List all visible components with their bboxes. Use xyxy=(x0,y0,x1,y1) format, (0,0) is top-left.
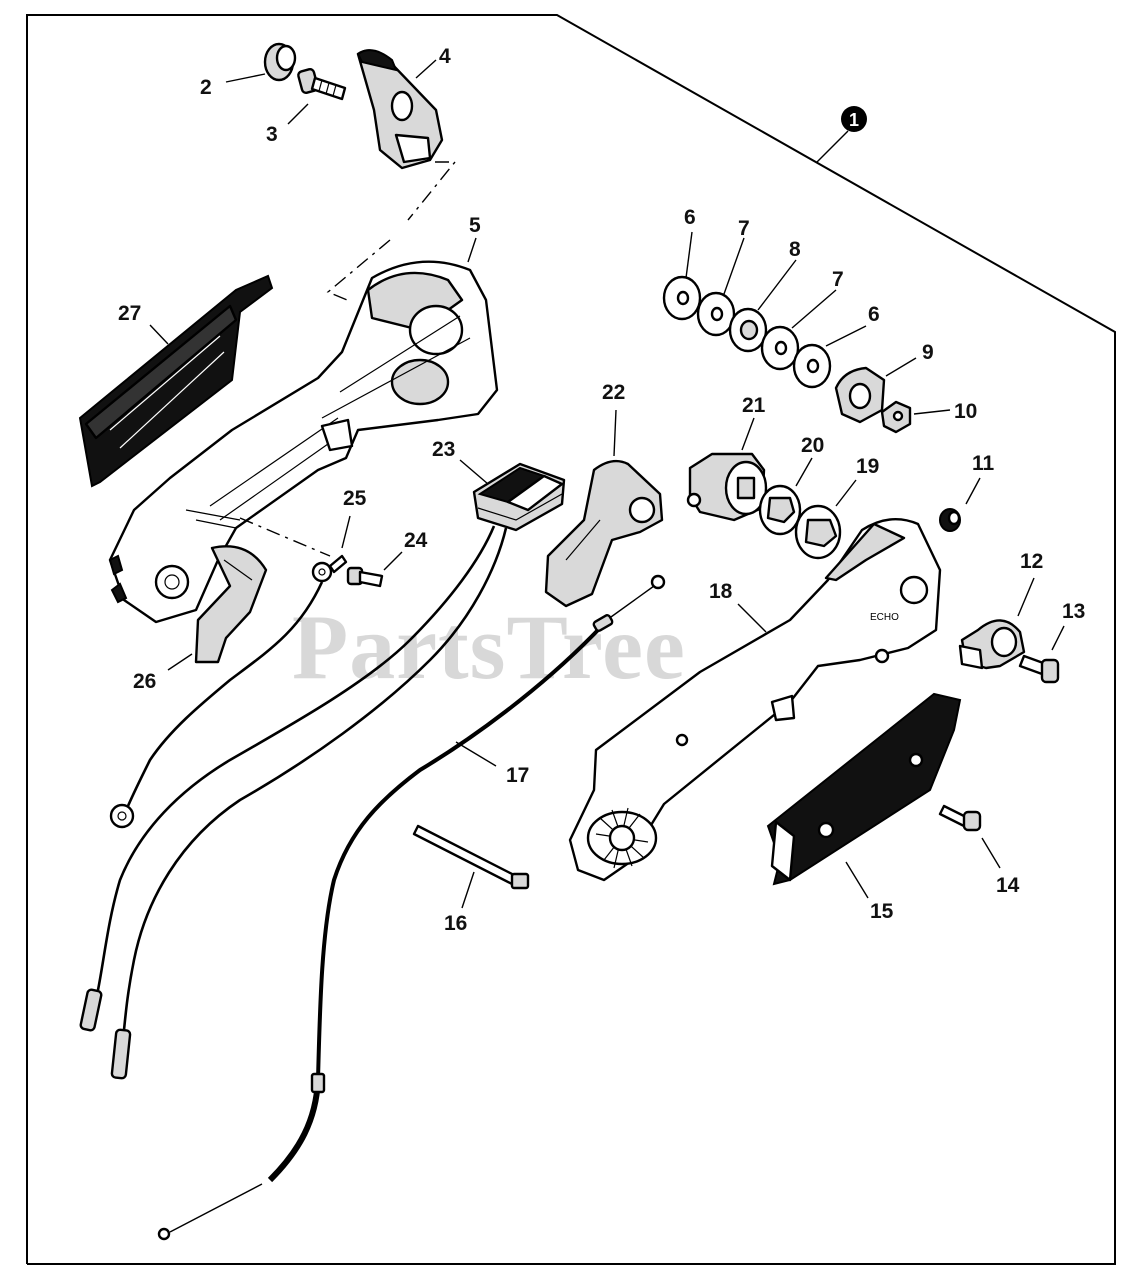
label-19: 19 xyxy=(856,455,879,478)
part-10-nut xyxy=(880,400,912,434)
assembly-callout-circle xyxy=(841,106,867,132)
part-2-cap xyxy=(263,42,297,82)
part-13-screw xyxy=(1018,654,1060,684)
part-labels: 2 3 4 5 6 7 8 7 6 9 10 11 12 13 14 15 16… xyxy=(118,45,1085,935)
part-21-bearing-hub xyxy=(686,452,768,522)
part-27-grip-cover xyxy=(78,274,274,488)
label-17: 17 xyxy=(506,764,529,787)
part-23-switch xyxy=(472,462,566,532)
part-19-washer xyxy=(794,504,842,560)
label-26: 26 xyxy=(133,670,156,693)
part-3-screw xyxy=(297,68,347,101)
label-27: 27 xyxy=(118,302,141,325)
part-15-grip-cover xyxy=(766,692,962,886)
label-23: 23 xyxy=(432,438,455,461)
label-4: 4 xyxy=(439,45,451,68)
label-16: 16 xyxy=(444,912,467,935)
part-12-elbow xyxy=(958,619,1026,670)
label-9: 9 xyxy=(922,341,934,364)
label-11: 11 xyxy=(972,452,995,475)
label-8: 8 xyxy=(789,238,801,261)
assembly-callout-number: 1 xyxy=(849,110,859,130)
part-22-trigger xyxy=(544,459,664,608)
part-5-housing xyxy=(108,260,499,624)
part-18-shaft-housing: ECHO xyxy=(568,518,942,882)
part-25-ground-terminal xyxy=(311,554,348,583)
label-6b: 6 xyxy=(868,303,880,326)
label-15: 15 xyxy=(870,900,894,923)
label-14: 14 xyxy=(996,874,1020,897)
diagram-frame xyxy=(26,14,1116,1265)
washer-stack xyxy=(662,275,832,389)
label-3: 3 xyxy=(266,123,278,146)
label-7b: 7 xyxy=(832,268,844,291)
label-10: 10 xyxy=(954,400,977,423)
label-6a: 6 xyxy=(684,206,696,229)
part-24-screw xyxy=(346,566,384,588)
label-22: 22 xyxy=(602,381,625,404)
part-11-grommet xyxy=(939,508,961,532)
svg-text:ECHO: ECHO xyxy=(870,612,899,623)
part-16-cable-tie xyxy=(412,824,530,890)
assembly-callout-leader xyxy=(816,130,849,163)
part-14-screw xyxy=(938,804,982,832)
part-17-throttle-cable xyxy=(157,574,666,1241)
label-2: 2 xyxy=(200,76,212,99)
label-25: 25 xyxy=(343,487,367,510)
part-20-washer xyxy=(758,484,802,536)
part-9-collar xyxy=(834,366,886,424)
label-24: 24 xyxy=(404,529,428,552)
label-12: 12 xyxy=(1020,550,1043,573)
label-21: 21 xyxy=(742,394,766,417)
label-7a: 7 xyxy=(738,217,750,240)
watermark: PartsTree xyxy=(292,596,686,698)
label-20: 20 xyxy=(801,434,824,457)
label-18: 18 xyxy=(709,580,733,603)
label-5: 5 xyxy=(469,214,481,237)
label-13: 13 xyxy=(1062,600,1085,623)
part-26-clip xyxy=(194,545,268,664)
part-4-lever xyxy=(356,49,444,170)
